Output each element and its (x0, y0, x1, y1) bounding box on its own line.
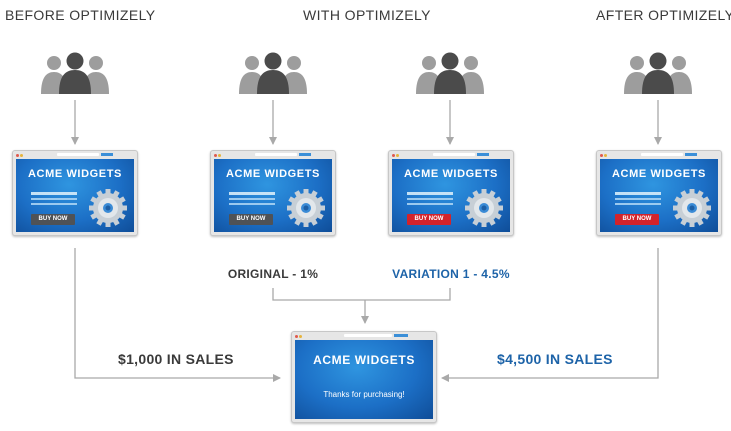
address-bar-button (685, 153, 697, 156)
user-group-icon-original (238, 52, 308, 94)
address-bar-button (299, 153, 311, 156)
browser-chrome (292, 332, 436, 340)
close-dot-icon (600, 154, 603, 157)
user-group-icon-after (623, 52, 693, 94)
minimize-dot-icon (218, 154, 221, 157)
browser-window-after: ACME WIDGETS BUY NOW (596, 150, 722, 236)
close-dot-icon (295, 335, 298, 338)
heading-before-optimizely: BEFORE OPTIMIZELY (5, 7, 156, 23)
browser-window-thank-you: ACME WIDGETS Thanks for purchasing! (291, 331, 437, 423)
result-label-original: ORIGINAL - 1% (227, 267, 319, 281)
text-lines (407, 192, 453, 208)
browser-chrome (13, 151, 137, 159)
text-lines (615, 192, 661, 208)
address-bar-button (477, 153, 489, 156)
close-dot-icon (392, 154, 395, 157)
page-screen: ACME WIDGETS BUY NOW (392, 159, 510, 232)
close-dot-icon (214, 154, 217, 157)
gear-icon (465, 189, 503, 227)
minimize-dot-icon (396, 154, 399, 157)
browser-chrome (597, 151, 721, 159)
browser-chrome (211, 151, 335, 159)
gear-icon (89, 189, 127, 227)
address-bar (57, 153, 99, 156)
buy-now-button[interactable]: BUY NOW (229, 214, 273, 225)
browser-window-variation: ACME WIDGETS BUY NOW (388, 150, 514, 236)
browser-chrome (389, 151, 513, 159)
heading-after-optimizely: AFTER OPTIMIZELY (596, 7, 731, 23)
site-title: ACME WIDGETS (404, 168, 498, 180)
gear-icon (673, 189, 711, 227)
address-bar-button (101, 153, 113, 156)
site-title: ACME WIDGETS (612, 168, 706, 180)
page-screen: ACME WIDGETS BUY NOW (16, 159, 134, 232)
browser-window-before: ACME WIDGETS BUY NOW (12, 150, 138, 236)
heading-with-optimizely: WITH OPTIMIZELY (303, 7, 431, 23)
address-bar (433, 153, 475, 156)
page-screen: ACME WIDGETS Thanks for purchasing! (295, 340, 433, 419)
text-lines (229, 192, 275, 208)
site-title: ACME WIDGETS (313, 353, 415, 367)
address-bar (344, 334, 392, 337)
buy-now-button[interactable]: BUY NOW (615, 214, 659, 225)
buy-now-button[interactable]: BUY NOW (31, 214, 75, 225)
thank-you-message: Thanks for purchasing! (323, 390, 405, 399)
site-title: ACME WIDGETS (28, 168, 122, 180)
minimize-dot-icon (299, 335, 302, 338)
address-bar (255, 153, 297, 156)
user-group-icon-before (40, 52, 110, 94)
close-dot-icon (16, 154, 19, 157)
text-lines (31, 192, 77, 208)
minimize-dot-icon (604, 154, 607, 157)
site-title: ACME WIDGETS (226, 168, 320, 180)
buy-now-button[interactable]: BUY NOW (407, 214, 451, 225)
gear-icon (287, 189, 325, 227)
result-label-variation: VARIATION 1 - 4.5% (392, 267, 510, 281)
address-bar-button (394, 334, 408, 337)
browser-window-original: ACME WIDGETS BUY NOW (210, 150, 336, 236)
page-screen: ACME WIDGETS BUY NOW (600, 159, 718, 232)
user-group-icon-variation (415, 52, 485, 94)
address-bar (641, 153, 683, 156)
page-screen: ACME WIDGETS BUY NOW (214, 159, 332, 232)
sales-label-after: $4,500 IN SALES (497, 351, 613, 367)
minimize-dot-icon (20, 154, 23, 157)
sales-label-before: $1,000 IN SALES (118, 351, 234, 367)
